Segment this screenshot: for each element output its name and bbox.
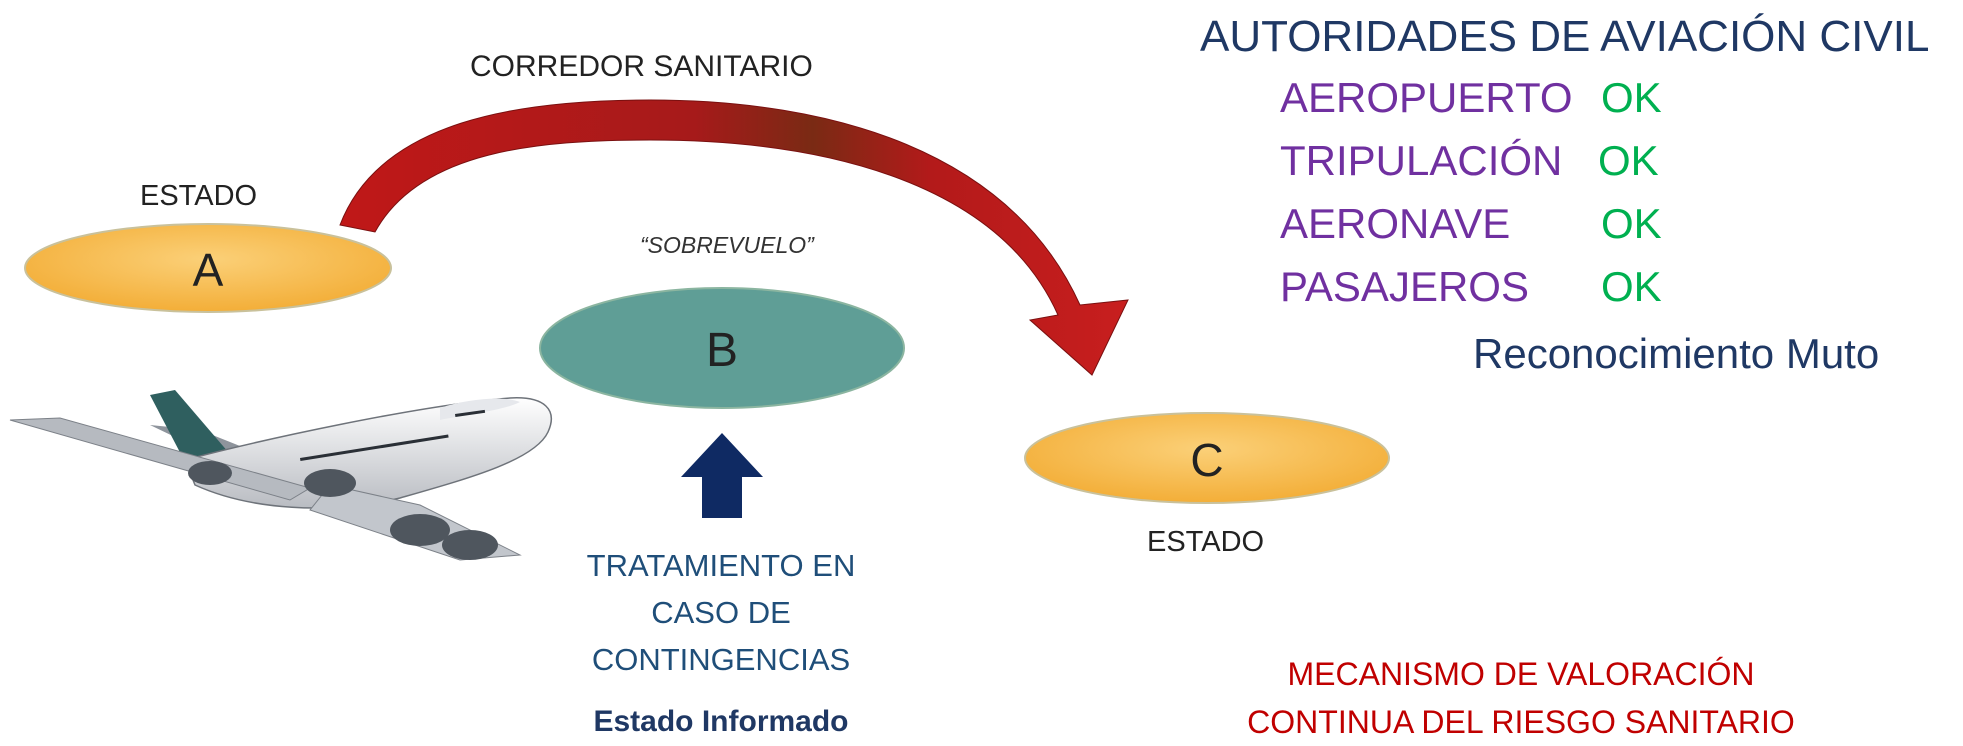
state-a-label: ESTADO — [140, 180, 258, 212]
up-arrow-icon — [681, 433, 763, 518]
corridor-label: CORREDOR SANITARIO — [470, 50, 813, 83]
check-item-passengers: PASAJEROS — [1280, 263, 1529, 310]
mutual-recognition-text: Reconocimiento Muto — [1473, 330, 1880, 377]
overflight-label: “SOBREVUELO” — [640, 232, 814, 258]
check-item-crew: TRIPULACIÓN — [1280, 137, 1563, 184]
airplane-icon — [9, 390, 553, 561]
state-c-label: ESTADO — [1147, 526, 1265, 558]
corridor-arrow — [339, 99, 1129, 376]
check-item-aircraft: AERONAVE — [1280, 200, 1511, 247]
check-status-passengers: OK — [1601, 263, 1662, 310]
check-status-aircraft: OK — [1601, 200, 1662, 247]
state-c-letter: C — [1190, 434, 1223, 486]
state-c-ellipse — [1024, 412, 1390, 504]
check-status-crew: OK — [1598, 137, 1659, 184]
risk-assessment-mechanism-text: MECANISMO DE VALORACIÓN CONTINUA DEL RIE… — [1247, 656, 1795, 740]
state-a-ellipse — [24, 223, 392, 313]
check-item-airport: AEROPUERTO — [1280, 74, 1573, 121]
state-b-letter: B — [706, 324, 738, 377]
authorities-title: AUTORIDADES DE AVIACIÓN CIVIL — [1200, 12, 1930, 61]
state-a-letter: A — [193, 244, 224, 296]
check-status-airport: OK — [1601, 74, 1662, 121]
informed-state-text: Estado Informado — [593, 705, 849, 738]
state-b-ellipse — [539, 287, 905, 409]
contingency-treatment-text: TRATAMIENTO EN CASO DE CONTINGENCIAS — [586, 548, 856, 677]
